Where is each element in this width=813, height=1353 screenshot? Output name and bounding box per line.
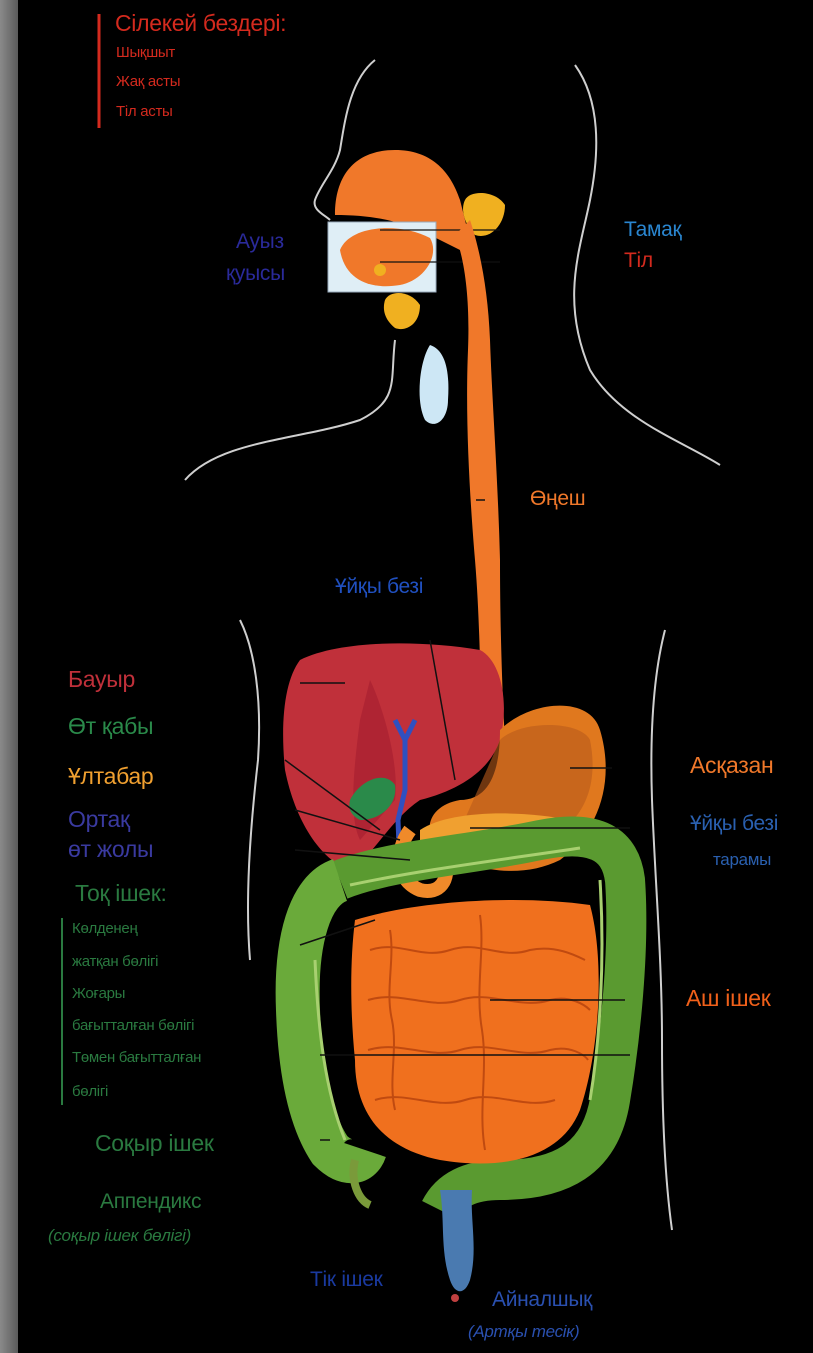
label-descending-colon-2: бөлігі xyxy=(72,1083,108,1100)
label-transverse-colon-1: Көлденең xyxy=(72,920,137,937)
label-parotid: Шықшыт xyxy=(116,44,175,61)
label-sublingual: Тіл асты xyxy=(116,103,173,120)
label-pancreatic-duct-1: Ұйқы безі xyxy=(690,812,778,836)
label-transverse-colon-2: жатқан бөлігі xyxy=(72,953,158,970)
label-gallbladder: Өт қабы xyxy=(68,713,153,739)
label-small-intestine: Аш ішек xyxy=(686,985,771,1011)
label-anus-2: (Артқы тесік) xyxy=(468,1322,579,1342)
label-rectum: Тік ішек xyxy=(310,1268,383,1292)
rectum-shape xyxy=(440,1190,474,1291)
label-ascending-colon-1: Жоғары xyxy=(72,985,125,1002)
label-common-bile-duct-1: Ортақ xyxy=(68,806,130,832)
label-liver: Бауыр xyxy=(68,666,135,692)
label-stomach: Асқазан xyxy=(690,752,773,778)
label-ascending-colon-2: бағытталған бөлігі xyxy=(72,1017,194,1034)
small-intestine-shape xyxy=(351,900,598,1163)
label-cecum: Соқыр ішек xyxy=(95,1130,214,1156)
label-appendix-1: Аппендикс xyxy=(100,1190,201,1214)
label-tongue: Тіл xyxy=(624,249,653,273)
label-mouth-cavity-1: Ауыз xyxy=(236,230,284,254)
label-duodenum: Ұлтабар xyxy=(68,763,153,789)
submandibular-gland xyxy=(384,293,420,329)
label-pancreas: Ұйқы безі xyxy=(335,575,423,599)
label-anus-1: Айналшық xyxy=(492,1288,592,1312)
anus-mark xyxy=(451,1294,459,1302)
label-common-bile-duct-2: өт жолы xyxy=(68,836,153,862)
label-submandibular: Жақ асты xyxy=(116,73,180,90)
label-pharynx: Тамақ xyxy=(624,218,681,242)
label-colon: Тоқ ішек: xyxy=(75,880,167,906)
label-pancreatic-duct-2: тарамы xyxy=(713,850,771,870)
label-salivary-glands: Сілекей бездері: xyxy=(115,10,286,36)
label-descending-colon-1: Төмен бағытталған xyxy=(72,1049,201,1066)
label-esophagus: Өңеш xyxy=(530,487,585,511)
label-appendix-2: (соқыр ішек бөлігі) xyxy=(48,1226,191,1246)
label-mouth-cavity-2: қуысы xyxy=(226,262,285,286)
trachea xyxy=(420,345,449,424)
